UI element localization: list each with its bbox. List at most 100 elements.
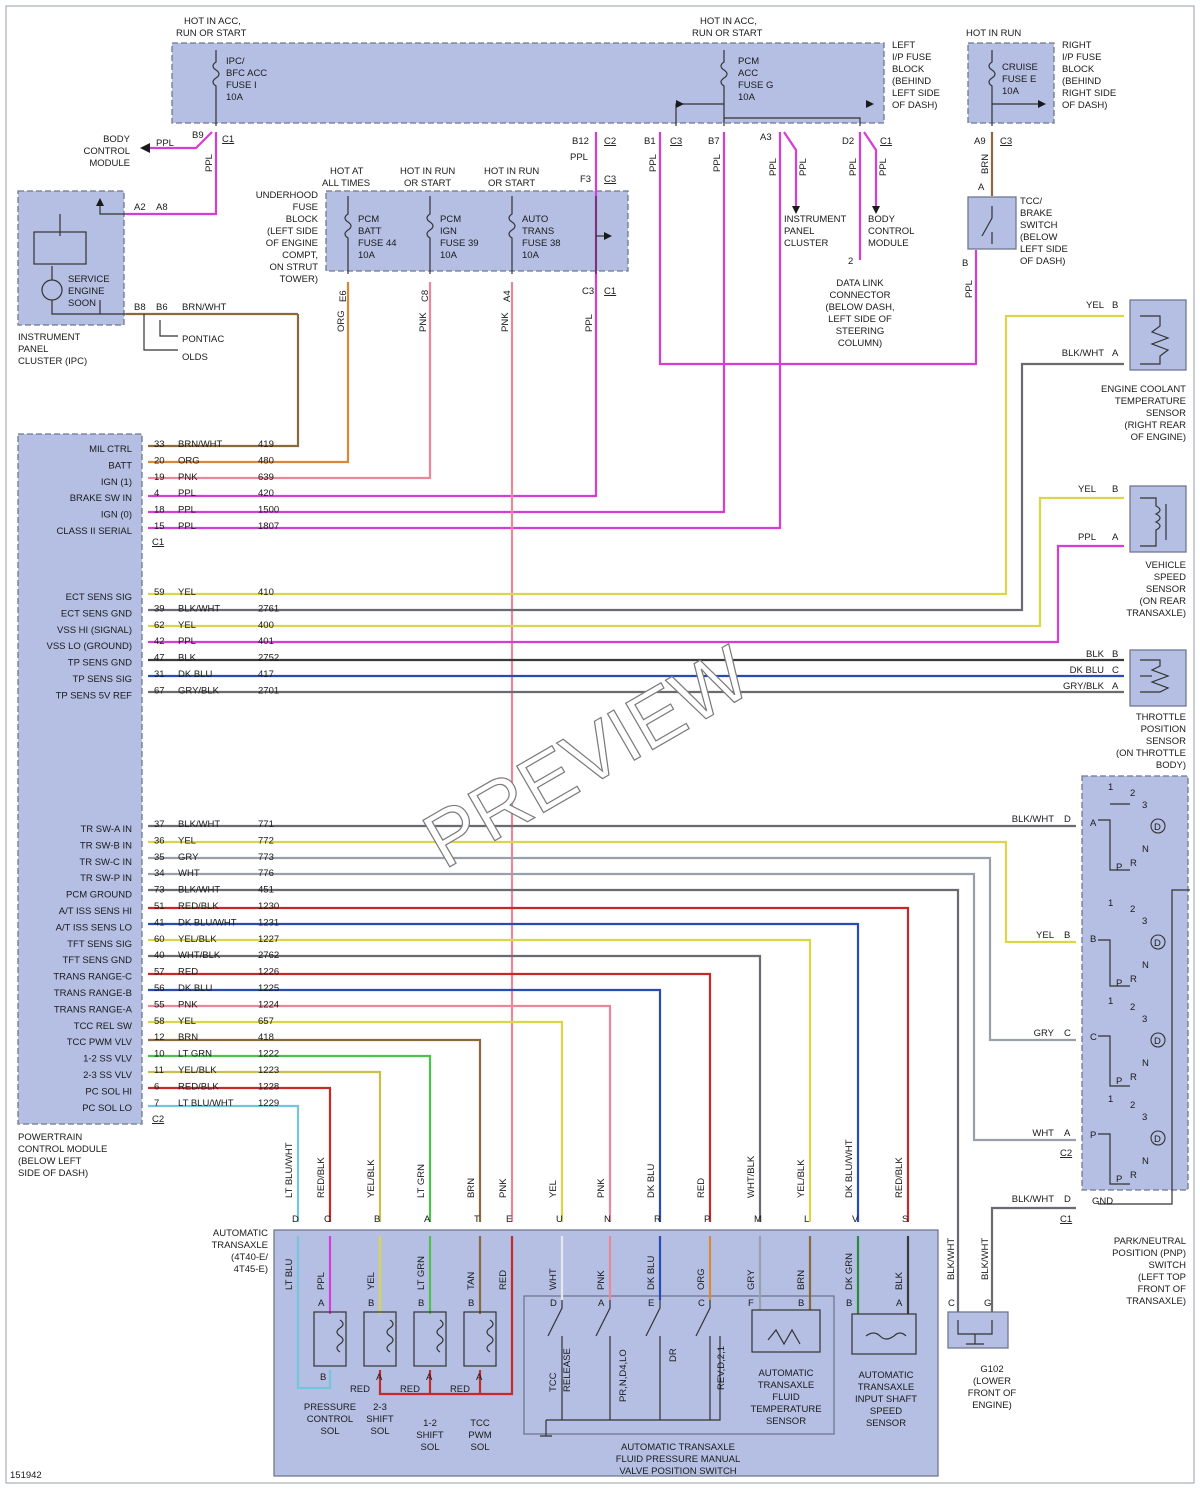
fuse-cruise-2: FUSE E	[1002, 74, 1036, 85]
vss-3: SENSOR	[1146, 584, 1186, 595]
f39-2: IGN	[440, 226, 457, 237]
pcm-titles: C1 C2 POWERTRAIN CONTROL MODULE (BELOW L…	[18, 537, 164, 1179]
pnp-t5: FRONT OF	[1138, 1284, 1187, 1295]
pcm-circuit-number: 1225	[258, 983, 279, 994]
pcm-wire-color: RED/BLK	[178, 1081, 219, 1092]
pcm-circuit-number: 420	[258, 488, 274, 499]
pnp-contact-3: 3	[1142, 916, 1147, 927]
pcm-wire-color: LT BLU/WHT	[178, 1098, 234, 1109]
ect-5: OF ENGINE)	[1131, 432, 1186, 443]
pcm-circuit-number: 419	[258, 439, 274, 450]
g102-w1: BLK/WHT	[946, 1238, 957, 1280]
pcm-wire-color: DK BLU	[178, 983, 212, 994]
g102-t2: (LOWER	[973, 1376, 1011, 1387]
fuse-ipc-1: IPC/	[226, 56, 245, 67]
vss-w1: YEL	[1078, 484, 1096, 495]
pin-a2: A2	[134, 202, 146, 213]
right-ip-2: I/P FUSE	[1062, 52, 1101, 63]
pnp-t1: PARK/NEUTRAL	[1114, 1236, 1186, 1247]
dlc-6: COLUMN)	[838, 338, 882, 349]
fuse-cruise-3: 10A	[1002, 86, 1020, 97]
g102-labels: BLK/WHT BLK/WHT C G G102 (LOWER FRONT OF…	[946, 1238, 1016, 1411]
fuse-ipc-3: FUSE I	[226, 80, 257, 91]
ss23-1: 2-3	[373, 1402, 387, 1413]
pin-b12: B12	[572, 136, 589, 147]
pcm-title-1: POWERTRAIN	[18, 1132, 82, 1143]
pcs-2: CONTROL	[307, 1414, 353, 1425]
pcm-pin-label: TP SENS 5V REF	[56, 690, 133, 701]
pcm-title-2: CONTROL MODULE	[18, 1144, 107, 1155]
pcm-circuit-number: 1500	[258, 505, 279, 516]
pcm-circuit-number: 480	[258, 455, 274, 466]
pcm-pin-label: TFT SENS GND	[63, 955, 133, 966]
transaxle-entry-wire-color: DK BLU	[646, 1164, 657, 1198]
pcm-pin-number: 20	[154, 455, 165, 466]
pnp-contact-r: R	[1130, 1170, 1137, 1181]
fuse-pcm-acc-4: 10A	[738, 92, 756, 103]
dlc-5: STEERING	[836, 326, 885, 337]
pcm-pin-number: 4	[154, 488, 159, 499]
pcm-pin-number: 59	[154, 587, 165, 598]
fuse-cruise-1: CRUISE	[1002, 62, 1038, 73]
ipc-r-1: INSTRUMENT	[784, 214, 846, 225]
pcm-pin-number: 47	[154, 653, 165, 664]
pnp-c1: C1	[1060, 1214, 1072, 1225]
transaxle-entry-wire-color: YEL/BLK	[796, 1159, 807, 1198]
left-ip-3: BLOCK	[892, 64, 925, 75]
pin-a3: A3	[760, 132, 772, 143]
transaxle-inner-wire-color: WHT	[548, 1268, 559, 1290]
left-ip-1: LEFT	[892, 40, 915, 51]
g102-w2: BLK/WHT	[980, 1238, 991, 1280]
uh-5: OF ENGINE	[266, 238, 318, 249]
hot-all-2: ALL TIMES	[322, 178, 370, 189]
pin-c3-c: C3	[582, 286, 594, 297]
pcm-pin-label: PC SOL HI	[85, 1086, 132, 1097]
pnp-contact-n: N	[1142, 1156, 1149, 1167]
g102-t1: G102	[980, 1364, 1003, 1375]
pin-a-tcc: A	[978, 182, 985, 193]
pcm-pin-label: 2-3 SS VLV	[83, 1070, 133, 1081]
pcm-pin-label: TCC PWM VLV	[67, 1037, 133, 1048]
org-e6: ORG	[336, 310, 347, 332]
ppl-b1: PPL	[648, 154, 659, 172]
vss-2: SPEED	[1154, 572, 1186, 583]
ppl-bcm: PPL	[156, 138, 174, 149]
pcm-circuit-number: 1222	[258, 1049, 279, 1060]
pcm-pin-label: ECT SENS GND	[61, 608, 132, 619]
tps-p3: A	[1112, 681, 1119, 692]
pcm-pin-label: TR SW-P IN	[80, 873, 132, 884]
tps-5: BODY)	[1156, 760, 1186, 771]
pnp-p2: B	[1064, 930, 1070, 941]
pin-c2: C2	[604, 136, 616, 147]
pcm-pin-number: 60	[154, 934, 165, 945]
pin-c3-b: C3	[604, 174, 616, 185]
pcm-pin-label: TRANS RANGE-B	[54, 988, 132, 999]
tx-t1: AUTOMATIC	[213, 1228, 268, 1239]
f38-1: AUTO	[522, 214, 548, 225]
tps-4: (ON THROTTLE	[1116, 748, 1186, 759]
pnp-contact-1: 1	[1108, 1094, 1113, 1105]
arrowheads	[96, 100, 1046, 240]
pcm-circuit-number: 1228	[258, 1081, 279, 1092]
iss-3: INPUT SHAFT	[855, 1394, 917, 1405]
transaxle-inner-pin: B	[846, 1298, 852, 1309]
pnp-labels: BLK/WHT D YEL B GRY C WHT A BLK/WHT D C2…	[1012, 814, 1186, 1307]
pcm-pin-label: ECT SENS SIG	[66, 592, 132, 603]
pcm-block	[17, 433, 143, 1125]
transaxle-entry-pin: A	[424, 1214, 431, 1225]
pcm-pin-number: 51	[154, 901, 165, 912]
tps-p2: C	[1112, 665, 1119, 676]
tcc-5: LEFT SIDE	[1020, 244, 1068, 255]
pin-b7: B7	[708, 136, 720, 147]
tp-sensor	[1129, 649, 1187, 707]
pcm-wire-color: PNK	[178, 999, 198, 1010]
pcs-b: B	[320, 1372, 326, 1383]
pcm-pin-number: 55	[154, 999, 165, 1010]
pin-c3-a: C3	[670, 136, 682, 147]
pnp-w2: YEL	[1036, 930, 1054, 941]
pnp-contact-circle	[1150, 934, 1166, 950]
pcm-pin-number: 40	[154, 950, 165, 961]
f44-1: PCM	[358, 214, 379, 225]
tft-4: TEMPERATURE	[750, 1404, 821, 1415]
pin-a8: A8	[156, 202, 168, 213]
